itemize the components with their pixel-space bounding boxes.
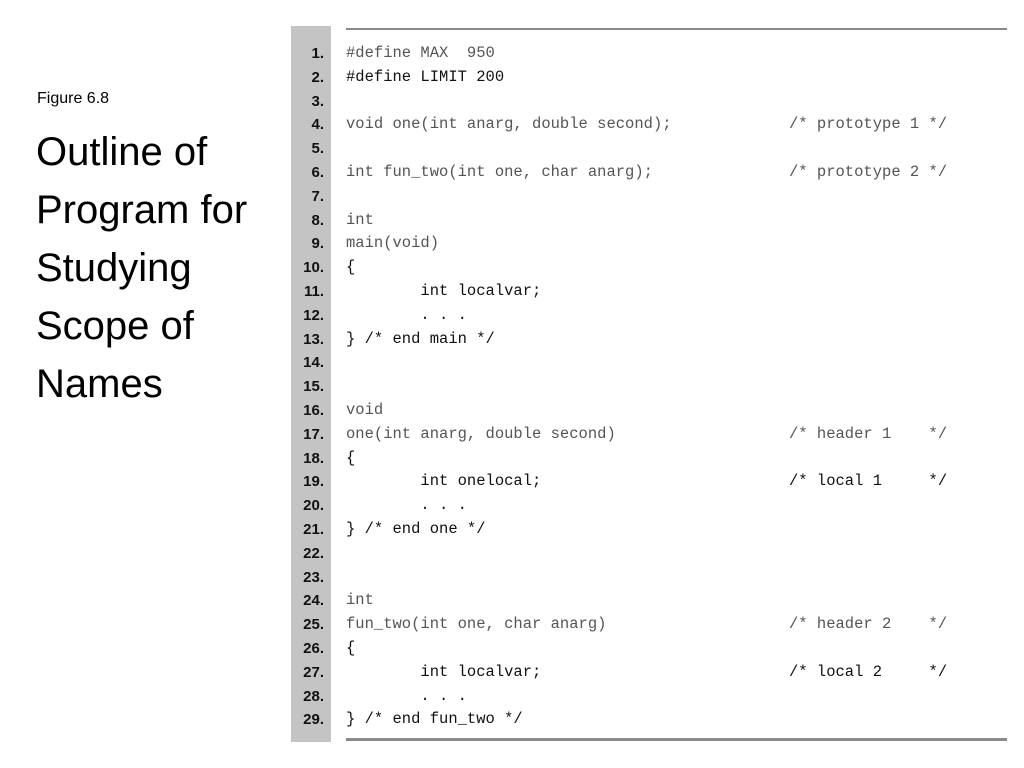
line-number: 19. — [303, 473, 324, 491]
code-text: } /* end one */ — [346, 519, 486, 538]
bottom-rule — [346, 738, 1007, 741]
line-number: 4. — [311, 116, 324, 134]
code-comment: /* prototype 2 */ — [789, 162, 948, 181]
line-number: 20. — [303, 497, 324, 515]
code-text: . . . — [346, 496, 467, 515]
code-line: 25. fun_two(int one, char anarg) /* header… — [291, 613, 1007, 637]
figure-label: Figure 6.8 — [37, 90, 110, 107]
code-text: } /* end main */ — [346, 329, 495, 348]
line-number: 29. — [303, 711, 324, 729]
code-line: 14. — [291, 351, 1007, 375]
line-number: 6. — [311, 163, 324, 181]
code-text: void — [346, 400, 384, 419]
code-line: 15. — [291, 375, 1007, 399]
line-number: 27. — [303, 663, 324, 681]
line-number: 17. — [303, 425, 324, 443]
line-number-gutter — [291, 26, 331, 742]
code-comment: /* local 1 */ — [789, 472, 948, 491]
code-text: int fun_two(int one, char anarg); — [346, 162, 653, 181]
code-text: int onelocal; — [346, 472, 542, 491]
code-line: 16. void — [291, 399, 1007, 423]
code-line: 18. { — [291, 447, 1007, 471]
code-line: 8. int — [291, 209, 1007, 233]
line-number: 12. — [303, 306, 324, 324]
code-line: 1. #define MAX 950 — [291, 42, 1007, 66]
line-number: 18. — [303, 449, 324, 467]
code-line: 3. — [291, 90, 1007, 114]
code-text: #define MAX 950 — [346, 44, 495, 62]
line-number: 21. — [303, 520, 324, 538]
code-text: int localvar; — [346, 281, 542, 300]
code-line: 4. void one(int anarg, double second); /* … — [291, 113, 1007, 137]
code-text: . . . — [346, 686, 467, 705]
line-number: 28. — [303, 687, 324, 705]
line-number: 11. — [303, 282, 324, 300]
code-text: { — [346, 448, 356, 467]
code-line: 22. — [291, 542, 1007, 566]
top-rule — [346, 28, 1007, 30]
code-comment: /* prototype 1 */ — [789, 115, 948, 134]
line-number: 10. — [303, 259, 324, 277]
code-line: 12. . . . — [291, 304, 1007, 328]
line-number: 22. — [303, 544, 324, 562]
code-line: 20. . . . — [291, 494, 1007, 518]
code-text: int — [346, 591, 374, 610]
line-number: 26. — [303, 639, 324, 657]
code-line: 10. { — [291, 256, 1007, 280]
code-line: 28. . . . — [291, 685, 1007, 709]
code-line: 26. { — [291, 637, 1007, 661]
code-line: 24. int — [291, 589, 1007, 613]
code-line: 6. int fun_two(int one, char anarg); /* pr… — [291, 161, 1007, 185]
code-listing: 1. #define MAX 950 2. #define LIMIT 200 3. 4.… — [291, 26, 1007, 742]
code-line: 29. } /* end fun_two */ — [291, 708, 1007, 732]
code-line: 9. main(void) — [291, 232, 1007, 256]
code-line: 13. } /* end main */ — [291, 328, 1007, 352]
slide-title: Outline of Program for Studying Scope of… — [36, 130, 248, 406]
code-line: 19. int onelocal; /* local 1 */ — [291, 470, 1007, 494]
line-number: 8. — [311, 211, 324, 229]
code-line: 11. int localvar; — [291, 280, 1007, 304]
code-text: void one(int anarg, double second); — [346, 115, 672, 134]
code-comment: /* header 1 */ — [789, 424, 948, 443]
line-number: 25. — [303, 616, 324, 634]
code-line: 27. int localvar; /* local 2 */ — [291, 661, 1007, 685]
line-number: 3. — [311, 92, 324, 110]
code-text: } /* end fun_two */ — [346, 710, 523, 729]
line-number: 1. — [311, 45, 324, 62]
line-number: 16. — [303, 401, 324, 419]
code-text: . . . — [346, 305, 467, 324]
line-number: 24. — [303, 592, 324, 610]
code-line: 17. one(int anarg, double second) /* heade… — [291, 423, 1007, 447]
code-comment: /* local 2 */ — [789, 662, 948, 681]
line-number: 2. — [311, 68, 324, 86]
code-lines: 1. #define MAX 950 2. #define LIMIT 200 3. 4.… — [291, 42, 1007, 732]
line-number: 9. — [311, 235, 324, 253]
line-number: 23. — [303, 568, 324, 586]
line-number: 5. — [311, 140, 324, 158]
code-line: 2. #define LIMIT 200 — [291, 66, 1007, 90]
code-text: #define LIMIT 200 — [346, 67, 505, 86]
line-number: 15. — [303, 378, 324, 396]
code-line: 23. — [291, 566, 1007, 590]
line-number: 14. — [303, 354, 324, 372]
line-number: 13. — [303, 330, 324, 348]
code-line: 21. } /* end one */ — [291, 518, 1007, 542]
code-text: main(void) — [346, 234, 440, 253]
code-line: 5. — [291, 137, 1007, 161]
code-text: { — [346, 258, 356, 277]
code-text: int localvar; — [346, 662, 542, 681]
code-line: 7. — [291, 185, 1007, 209]
line-number: 7. — [311, 187, 324, 205]
code-text: { — [346, 638, 356, 657]
code-text: one(int anarg, double second) — [346, 424, 616, 443]
code-text: fun_two(int one, char anarg) — [346, 615, 607, 634]
code-comment: /* header 2 */ — [789, 615, 948, 634]
code-text: int — [346, 210, 374, 229]
